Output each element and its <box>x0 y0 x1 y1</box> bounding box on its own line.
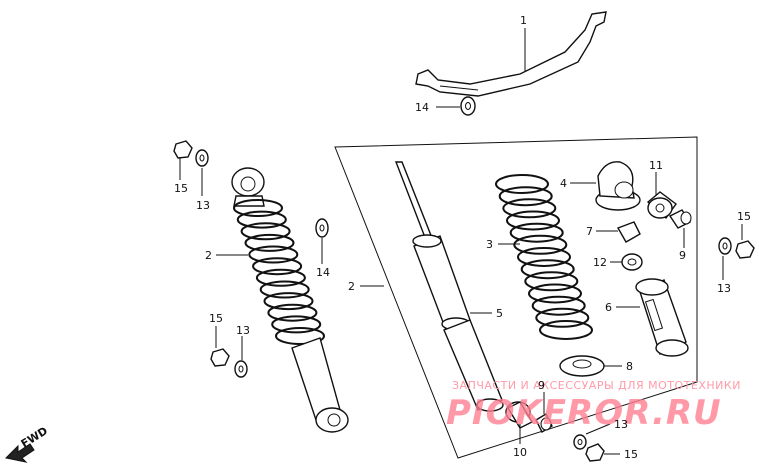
spring-coil <box>539 320 593 340</box>
callout-9-right: 9 <box>679 249 686 262</box>
spring-coil <box>513 234 568 255</box>
part-4-upper-mount <box>595 161 641 211</box>
part-7-cushion <box>616 221 641 243</box>
spring-coil <box>244 233 295 252</box>
spring-coil <box>275 327 325 345</box>
spring-coil <box>263 292 314 311</box>
part-6-dust-cover <box>635 278 689 357</box>
callout-4: 4 <box>560 177 567 190</box>
fwd-arrow-icon <box>4 443 35 463</box>
callout-6: 6 <box>605 301 612 314</box>
leader-lines <box>179 28 743 455</box>
fwd-direction-indicator: FWD <box>4 424 50 463</box>
watermark-brand: PIOKEROR.RU <box>446 393 722 433</box>
spring-coil <box>528 283 582 304</box>
part-2-shock-assembly-left <box>231 167 349 433</box>
part-3-spring <box>495 174 593 340</box>
part-10-lower-bushing <box>505 401 533 429</box>
part-15-nut-top-left <box>173 140 193 159</box>
spring-coil <box>524 271 579 292</box>
spring-coil <box>252 257 303 276</box>
assembly-outline <box>334 136 698 459</box>
spring-coil <box>502 198 557 219</box>
part-12-cap <box>621 253 643 271</box>
callout-3: 3 <box>486 238 493 251</box>
spring-coil <box>248 245 299 264</box>
spring-coil <box>271 315 322 334</box>
part-1-bracket <box>415 11 607 97</box>
callout-13-bottom: 13 <box>614 418 628 431</box>
spring-coil <box>495 174 549 194</box>
callout-10: 10 <box>513 446 527 459</box>
part-15-nut-right <box>735 240 755 259</box>
spring-coil <box>233 199 283 217</box>
spring-coil <box>520 259 575 280</box>
spring-coil <box>498 186 553 207</box>
spring-coil <box>531 295 586 316</box>
callout-9-low: 9 <box>538 379 545 392</box>
callout-11: 11 <box>649 159 663 172</box>
callout-15-right: 15 <box>737 210 751 223</box>
part-9-collar-low <box>535 413 553 433</box>
part-11-bushing <box>646 191 677 220</box>
callout-5: 5 <box>496 307 503 320</box>
callout-13-left: 13 <box>196 199 210 212</box>
callout-14-mid: 14 <box>316 266 330 279</box>
callout-2-left: 2 <box>205 249 212 262</box>
callout-15-left: 15 <box>174 182 188 195</box>
fwd-label: FWD <box>19 424 50 450</box>
callout-13-low: 13 <box>236 324 250 337</box>
watermark-top-text: ЗАПЧАСТИ И АКСЕССУАРЫ ДЛЯ МОТОТЕХНИКИ <box>452 379 741 392</box>
callout-1: 1 <box>520 14 527 27</box>
callout-12: 12 <box>593 256 607 269</box>
spring-coil <box>267 303 318 322</box>
spring-coil <box>236 210 287 229</box>
part-9-collar-right <box>668 209 692 229</box>
callout-15-bottom: 15 <box>624 448 638 461</box>
spring-coil <box>255 268 306 287</box>
part-8-spring-seat <box>559 355 605 377</box>
spring-coil <box>506 210 560 231</box>
spring-coil <box>517 247 571 267</box>
callout-13-right: 13 <box>717 282 731 295</box>
part-15-nut-low-left <box>210 348 230 367</box>
callout-15-low: 15 <box>209 312 223 325</box>
spring-coil <box>240 222 291 241</box>
callout-14-top: 14 <box>415 101 429 114</box>
spring-coil <box>509 222 564 243</box>
spring-coil <box>535 307 590 328</box>
callout-7: 7 <box>586 225 593 238</box>
part-5-damper <box>394 161 504 412</box>
part-15-nut-bottom <box>585 443 605 462</box>
callout-8: 8 <box>626 360 633 373</box>
spring-coil <box>259 280 310 299</box>
callout-2-box: 2 <box>348 280 355 293</box>
